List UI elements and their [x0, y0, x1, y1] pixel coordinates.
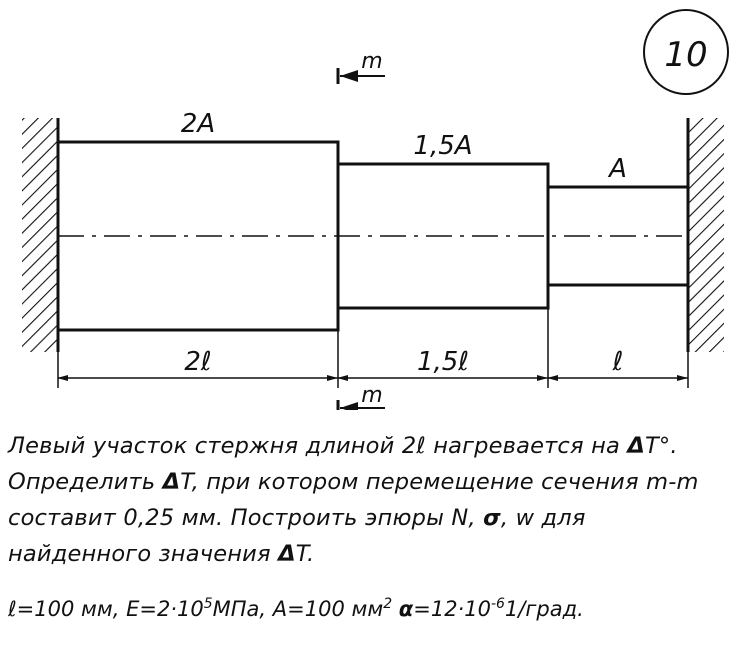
param-E: E=2·105МПа,	[126, 596, 267, 621]
task-line-4: найденного значения ΔT.	[8, 541, 315, 567]
delta-symbol: Δ	[278, 541, 296, 567]
section-mark-bottom: m	[336, 383, 385, 410]
param-l: ℓ=100 мм,	[8, 597, 120, 621]
dimension-extension-lines	[57, 308, 689, 388]
area-label-right: A	[607, 154, 627, 184]
task-line-1: Левый участок стержня длиной 2ℓ нагревае…	[8, 433, 678, 459]
task-line-3: составит 0,25 мм. Построить эпюры N, σ, …	[8, 505, 586, 531]
section-mark-top-label: m	[361, 49, 382, 74]
sigma-symbol: σ	[483, 505, 501, 531]
area-label-middle: 1,5A	[413, 131, 472, 161]
left-fixed-support	[22, 118, 60, 352]
length-label-right: ℓ	[612, 347, 624, 377]
section-mark-top: m	[336, 49, 385, 84]
problem-number: 10	[664, 35, 707, 75]
param-alpha: α=12·10-61/град.	[398, 596, 584, 621]
area-label-left: 2A	[181, 109, 215, 139]
length-label-left: 2ℓ	[184, 347, 211, 377]
rod-diagram: 10 2A 1,5A A 2ℓ 1,5ℓ ℓ m	[22, 9, 729, 410]
param-A: A=100 мм2	[272, 596, 393, 621]
section-mark-bottom-label: m	[361, 383, 382, 408]
length-label-middle: 1,5ℓ	[417, 347, 469, 377]
task-line-2: Определить ΔT, при котором перемещение с…	[8, 469, 699, 495]
task-text: Левый участок стержня длиной 2ℓ нагревае…	[8, 428, 738, 572]
delta-symbol: Δ	[162, 469, 181, 495]
rod-segment-right	[546, 185, 690, 287]
given-parameters: ℓ=100 мм, E=2·105МПа, A=100 мм2 α=12·10-…	[8, 586, 738, 627]
right-fixed-support	[686, 118, 724, 352]
problem-number-badge: 10	[643, 9, 729, 95]
delta-symbol: Δ	[627, 433, 645, 459]
